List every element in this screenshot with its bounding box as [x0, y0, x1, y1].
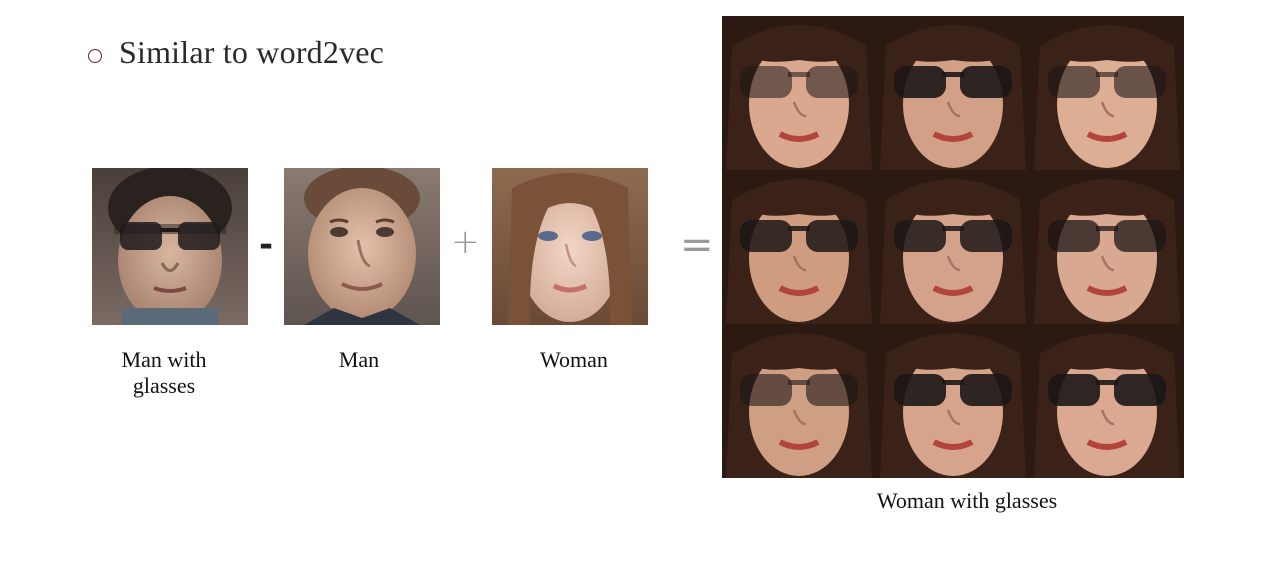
generated-face-cell	[1030, 324, 1184, 478]
generated-face-cell	[876, 16, 1030, 170]
plus-operator: +	[451, 222, 480, 262]
generated-face-cell	[876, 324, 1030, 478]
man-with-glasses-image	[92, 168, 248, 325]
woman-with-glasses-grid	[722, 16, 1184, 478]
woman-with-glasses-caption: Woman with glasses	[876, 488, 1058, 513]
man-caption: Man	[338, 347, 380, 372]
minus-operator: -	[259, 225, 274, 265]
generated-face-cell	[876, 170, 1030, 324]
man-image	[284, 168, 440, 325]
man-with-glasses-caption: Man with glasses	[92, 347, 236, 399]
bullet-point: Similar to word2vec	[88, 34, 384, 71]
bullet-circle-icon	[88, 48, 102, 63]
woman-image	[492, 168, 648, 325]
generated-face-cell	[722, 16, 876, 170]
generated-face-cell	[1030, 170, 1184, 324]
caption-line: glasses	[132, 373, 196, 398]
caption-line: Man with	[121, 347, 207, 372]
generated-face-cell	[722, 324, 876, 478]
woman-caption: Woman	[540, 347, 608, 372]
generated-face-cell	[1030, 16, 1184, 170]
generated-face-cell	[722, 170, 876, 324]
bullet-text: Similar to word2vec	[119, 34, 385, 70]
equals-operator: =	[680, 222, 714, 268]
